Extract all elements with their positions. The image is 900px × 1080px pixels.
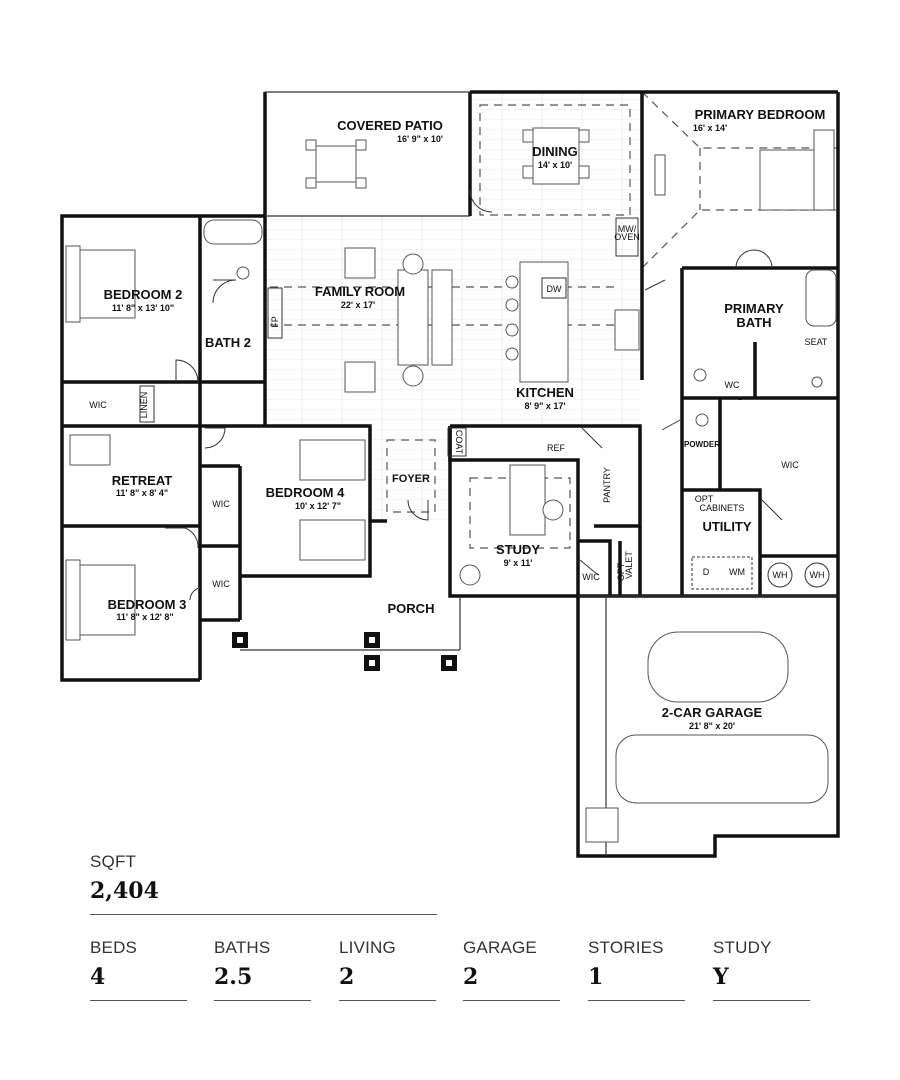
stat-baths: BATHS 2.5 — [214, 938, 270, 990]
family-room-dim: 22' x 17' — [341, 300, 375, 310]
appliance-boxes — [139, 217, 830, 590]
bedroom-3-dim: 11' 8" x 12' 8" — [116, 612, 173, 622]
beds-value: 4 — [90, 964, 106, 990]
small-labels: MW/ OVEN DW FP WIC LINEN WIC WIC WC SEAT… — [89, 224, 828, 589]
garage-rule — [463, 1000, 560, 1001]
study-dim: 9' x 11' — [504, 558, 533, 568]
stories-label: STORIES — [588, 938, 664, 957]
seat-label: SEAT — [805, 337, 828, 347]
primary-bedroom-dim: 16' x 14' — [693, 123, 727, 133]
stories-rule — [588, 1000, 685, 1001]
family-room-name: FAMILY ROOM — [315, 284, 405, 299]
stat-study: STUDY Y — [713, 938, 772, 990]
stat-garage: GARAGE 2 — [463, 938, 537, 990]
bedroom-4-name: BEDROOM 4 — [266, 485, 346, 500]
porch-columns — [232, 632, 457, 671]
dining-name: DINING — [532, 144, 578, 159]
valet-label: VALET — [624, 551, 634, 579]
beds-label: BEDS — [90, 938, 138, 957]
study-value: Y — [713, 964, 729, 990]
coat-label: COAT — [454, 430, 464, 455]
baths-label: BATHS — [214, 938, 271, 957]
dining-dim: 14' x 10' — [538, 160, 572, 170]
retreat-dim: 11' 8" x 8' 4" — [116, 488, 168, 498]
living-label: LIVING — [339, 938, 396, 957]
study-name: STUDY — [496, 542, 540, 557]
kitchen-dim: 8' 9" x 17' — [524, 401, 565, 411]
kitchen-name: KITCHEN — [516, 385, 574, 400]
stat-stories: STORIES 1 — [588, 938, 664, 990]
garage-dim: 21' 8" x 20' — [689, 721, 735, 731]
mw-oven-label-1: MW/ — [618, 224, 637, 234]
cabinets-label: CABINETS — [699, 503, 744, 513]
primary-bath-name-line2: BATH — [736, 315, 771, 330]
garage-name: 2-CAR GARAGE — [662, 705, 763, 720]
room-labels: COVERED PATIO 16' 9" x 10' DINING 14' x … — [104, 107, 826, 731]
fp-label: FP — [270, 316, 280, 328]
linen-label: LINEN — [139, 392, 149, 419]
bedroom-3-name: BEDROOM 3 — [108, 597, 187, 612]
primary-bedroom-name: PRIMARY BEDROOM — [695, 107, 826, 122]
retreat-name: RETREAT — [112, 473, 172, 488]
primary-bath-name-line1: PRIMARY — [724, 301, 784, 316]
bedroom-2-name: BEDROOM 2 — [104, 287, 183, 302]
dryer-label: D — [703, 567, 710, 577]
washer-label: WM — [729, 567, 745, 577]
mw-oven-label-2: OVEN — [614, 232, 640, 242]
wh-label-1: WH — [773, 570, 788, 580]
covered-patio-name: COVERED PATIO — [337, 118, 443, 133]
pantry-label: PANTRY — [602, 467, 612, 503]
foyer-name: FOYER — [392, 473, 430, 485]
study-rule — [713, 1000, 810, 1001]
wic-label-study: WIC — [582, 572, 600, 582]
garage-value: 2 — [463, 964, 479, 990]
living-rule — [339, 1000, 436, 1001]
covered-patio-dim: 16' 9" x 10' — [397, 134, 443, 144]
garage-label: GARAGE — [463, 938, 537, 957]
opt-label-cabinets: OPT — [695, 494, 714, 504]
utility-name: UTILITY — [702, 519, 751, 534]
walls — [60, 90, 840, 858]
bedroom-4-dim: 10' x 12' 7" — [295, 501, 341, 511]
bath-2-name: BATH 2 — [205, 335, 251, 350]
wic-label-bedroom2: WIC — [89, 400, 107, 410]
bedroom-2-dim: 11' 8" x 13' 10" — [112, 303, 174, 313]
furniture — [65, 127, 837, 843]
stories-value: 1 — [588, 964, 604, 990]
door-swings — [165, 189, 783, 601]
sqft-value: 2,404 — [90, 878, 159, 904]
powder-name: POWDER — [684, 440, 720, 449]
beds-rule — [90, 1000, 187, 1001]
wic-label-bedroom3: WIC — [212, 579, 230, 589]
ref-label: REF — [547, 443, 566, 453]
wood-floor — [265, 92, 642, 521]
sqft-rule — [90, 914, 437, 915]
study-label: STUDY — [713, 938, 772, 957]
baths-value: 2.5 — [214, 964, 253, 990]
dw-label: DW — [547, 284, 562, 294]
opt-label-valet: OPT — [616, 562, 626, 581]
baths-rule — [214, 1000, 311, 1001]
wh-label-2: WH — [810, 570, 825, 580]
wic-label-bedroom4: WIC — [212, 499, 230, 509]
stat-beds: BEDS 4 — [90, 938, 137, 990]
stat-living: LIVING 2 — [339, 938, 396, 990]
porch-name: PORCH — [388, 601, 435, 616]
floor-plan: COVERED PATIO 16' 9" x 10' DINING 14' x … — [60, 90, 840, 858]
wic-label-primary: WIC — [781, 460, 799, 470]
wc-label: WC — [725, 380, 740, 390]
living-value: 2 — [339, 964, 355, 990]
